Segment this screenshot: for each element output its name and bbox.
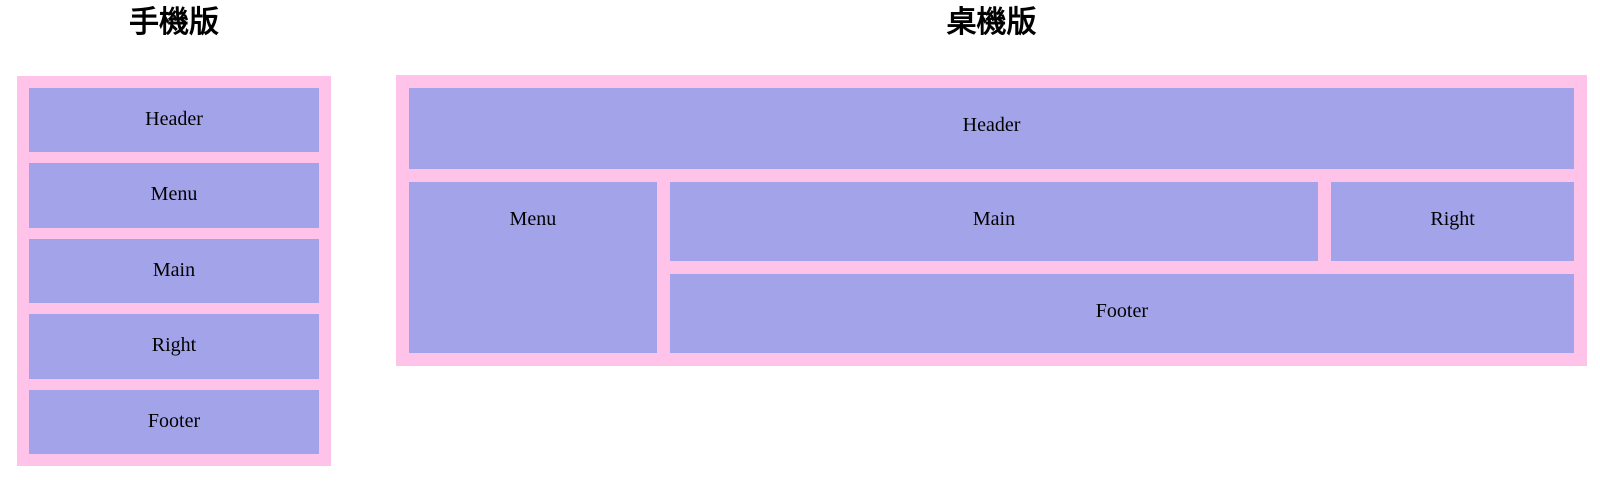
mobile-layout-panel: Header Menu Main Right Footer xyxy=(17,76,331,466)
desktop-main-box: Main xyxy=(669,182,1319,261)
mobile-right-box: Right xyxy=(29,314,319,379)
mobile-footer-box: Footer xyxy=(29,389,319,455)
mobile-menu-box: Menu xyxy=(29,163,319,228)
mobile-main-box: Main xyxy=(29,238,319,304)
mobile-header-box: Header xyxy=(29,88,319,153)
desktop-footer-box: Footer xyxy=(669,274,1574,353)
desktop-section-title: 桌機版 xyxy=(946,6,1037,39)
desktop-layout-panel: Header Menu Main Right Footer xyxy=(396,75,1587,366)
desktop-right-box: Right xyxy=(1331,182,1574,261)
desktop-menu-box: Menu xyxy=(409,182,657,353)
desktop-header-box: Header xyxy=(409,88,1574,169)
mobile-section-title: 手機版 xyxy=(129,6,219,39)
